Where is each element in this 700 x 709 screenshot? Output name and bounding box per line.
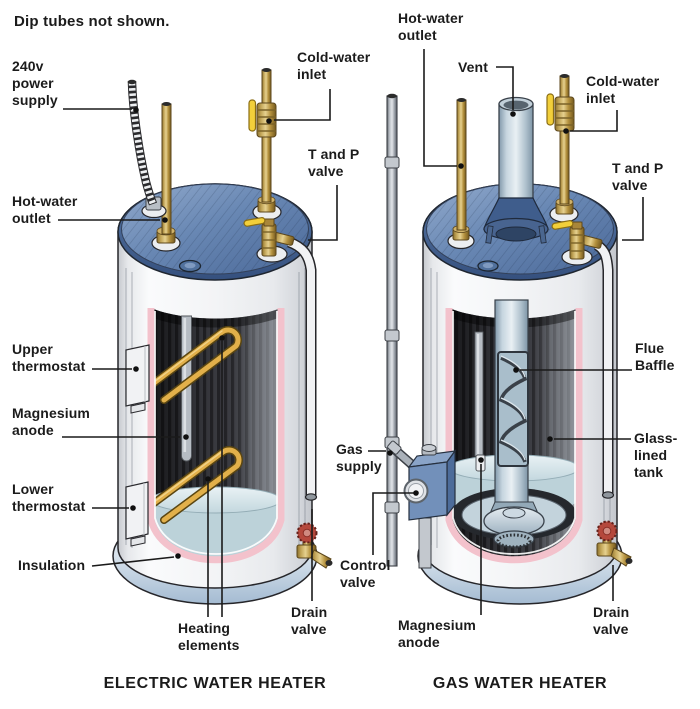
leader-cold-water-gas	[570, 110, 618, 132]
power-supply-conduit	[127, 79, 167, 219]
label-power-supply: 240v power supply	[12, 58, 58, 108]
leader-tp-electric	[308, 185, 338, 241]
heating-element-upper	[146, 326, 242, 404]
label-vent: Vent	[458, 59, 488, 75]
gas-water-heater	[384, 74, 633, 605]
label-lower-thermostat: Lower thermostat	[12, 481, 86, 514]
lower-thermostat-panel	[125, 481, 149, 547]
shutoff-lever-gas	[546, 93, 555, 126]
control-valve	[403, 444, 457, 569]
leader-tp-gas	[622, 197, 644, 241]
label-heating-elements: Heating elements	[178, 620, 240, 653]
leader-dots	[130, 107, 569, 559]
label-cold-water-inlet-electric: Cold-water inlet	[297, 49, 371, 82]
label-cold-water-inlet-gas: Cold-water inlet	[586, 73, 660, 106]
tp-valve-gas	[551, 220, 615, 499]
flue-baffle-spiral	[498, 356, 528, 463]
water-fill-electric	[151, 498, 281, 560]
insulation-lining-electric	[147, 308, 285, 564]
cold-water-inlet-pipe-gas	[546, 74, 579, 223]
label-insulation: Insulation	[18, 557, 86, 573]
vent-assembly	[483, 96, 549, 244]
tp-lever-gas	[551, 220, 574, 230]
tp-valve-electric	[243, 217, 318, 501]
dip-tubes-note: Dip tubes not shown.	[14, 13, 170, 30]
label-glass-lined-tank: Glass- lined tank	[634, 430, 678, 480]
heating-element-lower	[146, 446, 243, 524]
tp-lever-electric	[243, 217, 266, 227]
label-control-valve: Control valve	[340, 557, 391, 590]
label-magnesium-anode-gas: Magnesium anode	[398, 617, 476, 650]
label-flue-baffle: Flue Baffle	[635, 340, 675, 373]
electric-cutaway-interior	[146, 308, 285, 564]
gas-heater-caption: GAS WATER HEATER	[432, 675, 608, 692]
leader-insulation	[91, 556, 175, 567]
hot-water-outlet-pipe-electric	[151, 102, 181, 252]
leader-control-valve	[372, 492, 414, 555]
leader-hot-water-gas	[423, 49, 457, 167]
drain-valve-gas	[596, 520, 633, 567]
label-tp-valve-electric: T and P valve	[308, 146, 360, 179]
leader-cold-water-electric	[274, 89, 331, 121]
gas-cutaway-interior	[445, 299, 583, 564]
label-tp-valve-gas: T and P valve	[612, 160, 664, 193]
label-magnesium-anode-electric: Magnesium anode	[12, 405, 90, 438]
label-hot-water-outlet-gas: Hot-water outlet	[398, 10, 464, 43]
shutoff-valve-body-gas	[554, 96, 575, 132]
label-gas-supply: Gas supply	[336, 441, 382, 474]
electric-heater-caption: ELECTRIC WATER HEATER	[103, 675, 327, 692]
electric-water-heater	[112, 68, 333, 605]
upper-thermostat-panel	[125, 344, 150, 414]
label-drain-valve-gas: Drain valve	[593, 604, 630, 637]
burner	[483, 506, 545, 549]
leader-lines	[58, 49, 644, 617]
insulation-lining-gas	[445, 308, 583, 564]
shutoff-lever-electric	[248, 99, 257, 132]
label-upper-thermostat: Upper thermostat	[12, 341, 86, 374]
label-hot-water-outlet-electric: Hot-water outlet	[12, 193, 78, 226]
leader-vent	[496, 66, 514, 110]
label-drain-valve-electric: Drain valve	[291, 604, 328, 637]
